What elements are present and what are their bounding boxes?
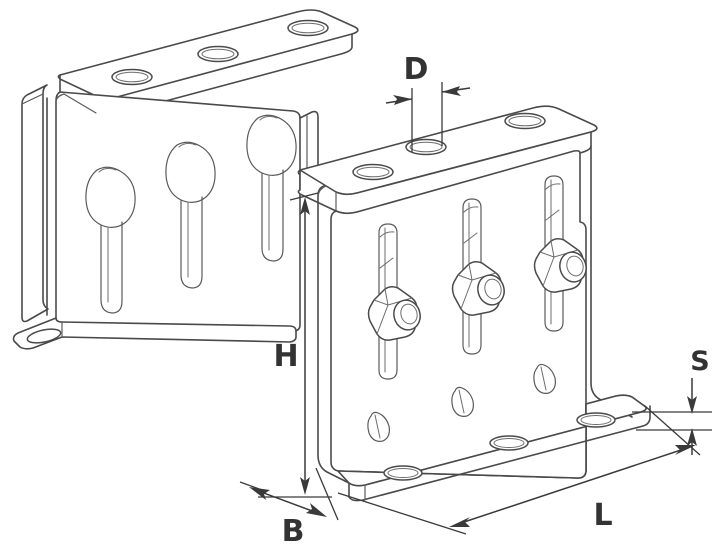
dimension-S-arrow-bottom [687,428,697,446]
dimension-B-label: B [282,514,305,546]
front-bolt-1-facet-b [376,304,389,335]
dimension-B-ext-a [239,481,263,491]
front-slot-assembly-2 [451,198,505,355]
dimension-S: S [632,346,712,455]
rear-flange-hole-1-inner [115,71,149,83]
front-flange-hole-1-inner [356,166,390,178]
slot-bottom-tab-2-line [458,389,465,414]
dimension-S-arrow-top [687,396,697,414]
front-slot-3-inner-edge-2 [545,209,560,221]
dimension-L-line [454,446,691,526]
front-slot-2-inner-edge [463,206,479,213]
dimension-H-arrow-top [300,197,310,215]
rear-slot-3-highlight [259,115,278,121]
dimension-B-ext-b [315,467,339,521]
dimension-L-arrow-start [449,517,470,527]
slot-bottom-tab-2 [451,386,474,417]
dimension-H-ext-top [289,192,319,201]
front-bolt-1-shank-inner [400,303,418,325]
rear-bracket [12,9,359,350]
rear-bracket-right-return [299,110,319,176]
front-slot-assembly-1 [367,223,421,380]
dimension-B-arrow-start [249,487,270,500]
dimension-S-label: S [690,346,709,377]
front-slot-assembly-3 [533,175,587,332]
front-flange-hole-3-inner [508,115,542,127]
front-flange-edge [297,131,592,215]
front-bolt-3-facet-b [542,256,555,287]
rear-flange-hole-3-inner [291,22,325,34]
dimension-B: B [239,467,339,546]
front-base-hole-3-inner [580,415,612,425]
front-base-hole-2-inner [493,438,525,448]
slot-bottom-tab-3 [533,363,556,394]
rear-slot-2-highlight [178,142,197,148]
rear-bracket-left-return-inner [21,93,44,105]
front-bracket-left-fillet [317,185,327,197]
dimension-H-arrow-bottom [300,477,310,495]
front-bottom-flange-thickness [348,405,651,502]
front-slot-1-inner-edge [379,231,395,238]
front-bolt-2-facet-b [460,279,473,310]
slot-bottom-tab-3-line [540,366,547,391]
front-slot-3-inner-edge [545,183,561,190]
front-slot-bottom-tabs [367,363,556,442]
front-bracket [297,105,651,502]
rear-flange-hole-2-inner [201,48,235,60]
front-base-hole-1-inner [387,468,419,478]
rear-slot-3-stem [261,169,284,262]
rear-base-flange-hole [26,328,62,344]
front-flange-hole-2-inner [409,141,443,153]
dimension-D: D [385,52,471,152]
rear-bracket-web-corner-fillet [55,93,97,114]
front-bolt-3-shank-inner [566,255,584,277]
slot-bottom-tab-1 [367,411,390,442]
rear-slot-3 [246,114,297,176]
slot-bottom-tab-1-line [374,414,381,439]
front-bracket-left-return [317,185,350,484]
dimension-H: H [258,192,332,498]
dimension-D-label: D [404,52,429,87]
dimension-B-arrow-end [306,503,327,517]
rear-bracket-slot-group [85,114,297,314]
rear-bracket-left-return [21,84,49,323]
dimension-L-ext-left [337,492,467,535]
dimension-L: L [337,405,701,535]
rear-slot-1-highlight [98,167,117,173]
rear-slot-2-stem [180,196,203,289]
dimension-D-arrow-left [393,95,412,105]
front-bracket-slot-group [367,175,587,380]
front-slot-1-inner-edge-2 [379,257,394,269]
rear-slot-1-stem [100,221,123,314]
front-bolt-2-shank-inner [484,278,502,300]
rear-slot-1 [85,166,136,228]
front-slot-2-inner-edge-2 [463,232,478,244]
dimension-H-label: H [273,339,298,374]
dimension-D-arrow-right [442,86,461,96]
rear-slot-2 [165,141,216,203]
dimension-L-label: L [593,498,612,533]
